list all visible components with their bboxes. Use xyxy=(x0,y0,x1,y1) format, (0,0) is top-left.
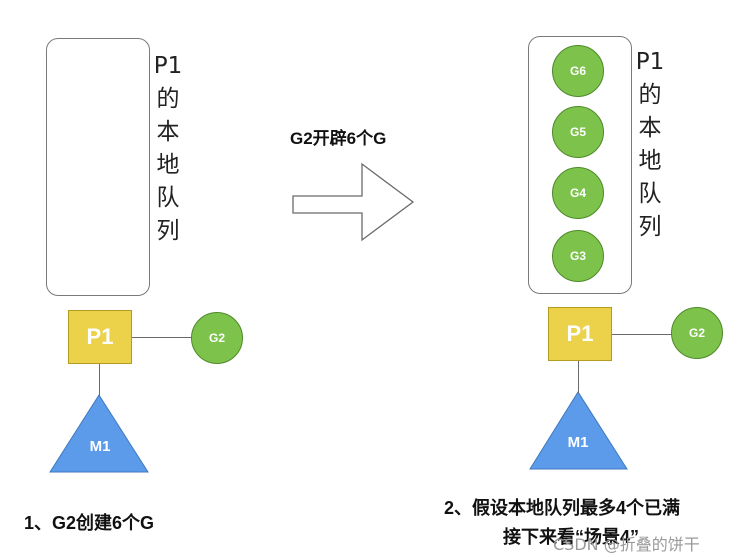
left-local-queue xyxy=(46,38,150,296)
left-machine-m1: M1 xyxy=(89,438,111,455)
arrow-caption: G2开辟6个G xyxy=(290,129,387,148)
right-processor-p1: P1 xyxy=(548,307,612,361)
left-queue-label-char: 的 xyxy=(156,86,180,112)
left-queue-label-char: 列 xyxy=(156,218,180,244)
right-queue-label-char: P1 xyxy=(635,49,665,75)
right-queue-item: G3 xyxy=(552,230,604,282)
left-queue-label-char: 地 xyxy=(156,152,180,178)
left-proc-goroutine-link xyxy=(132,337,192,338)
right-proc-goroutine-link xyxy=(612,334,672,335)
left-queue-label-char: P1 xyxy=(153,53,183,79)
right-machine-triangle xyxy=(529,391,628,470)
right-caption-line1: 2、假设本地队列最多4个已满 xyxy=(444,498,681,518)
left-caption: 1、G2创建6个G xyxy=(24,513,155,533)
right-queue-label-char: 队 xyxy=(638,181,662,207)
left-goroutine-g2: G2 xyxy=(191,312,243,364)
right-machine-m1: M1 xyxy=(567,434,589,451)
right-queue-label: P1 的 本 地 队 列 xyxy=(635,46,665,244)
right-goroutine-g2: G2 xyxy=(671,307,723,359)
left-queue-label-char: 本 xyxy=(156,119,180,145)
left-processor-p1: P1 xyxy=(68,310,132,364)
transition-arrow xyxy=(292,162,415,242)
right-proc-machine-link xyxy=(578,361,579,393)
left-machine-triangle xyxy=(49,394,149,473)
right-queue-item: G4 xyxy=(552,167,604,219)
right-queue-label-char: 地 xyxy=(638,148,662,174)
watermark: CSDN @折叠的饼干 xyxy=(553,535,700,554)
left-proc-machine-link xyxy=(99,364,100,396)
right-queue-label-char: 列 xyxy=(638,214,662,240)
left-queue-label-char: 队 xyxy=(156,185,180,211)
right-queue-item: G6 xyxy=(552,45,604,97)
right-caption-line2: 接下来看“场景4” xyxy=(503,527,640,547)
right-queue-item: G5 xyxy=(552,106,604,158)
right-queue-label-char: 本 xyxy=(638,115,662,141)
left-queue-label: P1 的 本 地 队 列 xyxy=(153,50,183,248)
right-queue-label-char: 的 xyxy=(638,82,662,108)
